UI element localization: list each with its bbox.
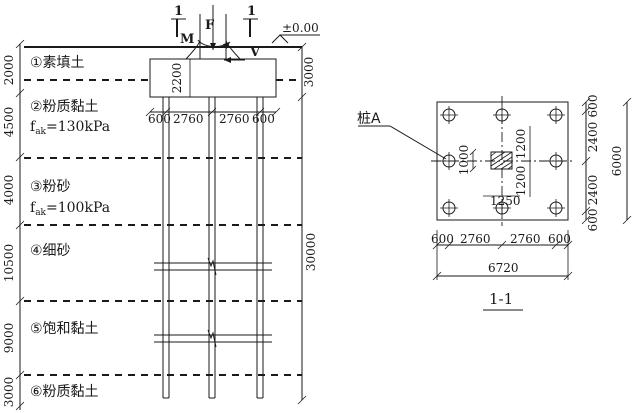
- cap-height-dim: 2200: [170, 63, 184, 94]
- section-mark-left: 1: [174, 4, 183, 19]
- layer-label-1: ①素填土: [30, 55, 85, 71]
- column-dim-h3: 1200: [514, 166, 528, 197]
- plan-pile-3: [547, 106, 565, 124]
- plan-view: 1000 1200 1200 1250 桩A 600 2400 2400 600: [357, 95, 632, 311]
- plan-pile-4: [440, 152, 458, 170]
- shear-label: V: [249, 45, 261, 60]
- plan-pile-8: [547, 199, 565, 217]
- ground-level-symbol: ±0.00: [271, 21, 320, 44]
- pile-spacing-2: 2760: [219, 112, 250, 126]
- plan-column-dims: 1000 1200 1200 1250: [457, 126, 531, 208]
- total-height: 6000: [610, 146, 624, 177]
- bearing-capacity-layer-2: fak=130kPa: [30, 119, 110, 137]
- thickness-layer-5: 9000: [2, 323, 16, 354]
- layer-boundaries: [24, 79, 302, 376]
- pile-a-label: 桩A: [357, 110, 381, 127]
- bottom-dim-2: 2760: [510, 232, 541, 246]
- plan-column: [490, 151, 513, 170]
- thickness-layer-3: 4000: [2, 175, 16, 206]
- layer-label-2: ②粉质黏土: [30, 99, 99, 115]
- plan-pile-1: [440, 106, 458, 124]
- plan-right-dims: 600 2400 2400 600 6000: [581, 95, 632, 232]
- section-marks: 1 1: [171, 4, 258, 37]
- section-title: 1-1: [489, 290, 513, 308]
- cap-depth-dim: 3000: [297, 42, 316, 102]
- column: [199, 14, 227, 59]
- layer-thicknesses: 2000 4500 4000 10500 9000 3000: [2, 55, 16, 408]
- pile-spacing-dims: 600 2760 2760 600: [145, 107, 281, 126]
- pile-spacing-1: 2760: [173, 112, 204, 126]
- pile-length-text: 30000: [304, 233, 318, 271]
- ground-level-text: ±0.00: [282, 21, 319, 35]
- pile-break-marks: [154, 257, 272, 348]
- layer-label-3: ③粉砂: [30, 179, 71, 195]
- layer-label-5: ⑤饱和黏土: [30, 321, 99, 337]
- cap-depth-text: 3000: [302, 57, 316, 88]
- pile-spacing-3: 600: [252, 112, 275, 126]
- plan-pile-7: [493, 199, 511, 217]
- right-dim-3: 600: [586, 209, 600, 232]
- pile-spacing-0: 600: [148, 112, 171, 126]
- column-dim-h2: 1200: [514, 129, 528, 160]
- axial-load-label: F: [205, 18, 215, 33]
- piles: [162, 97, 264, 399]
- bearing-capacity-layer-3: fak=100kPa: [30, 200, 110, 218]
- layer-labels: ①素填土 ②粉质黏土 fak=130kPa ③粉砂 fak=100kPa ④细砂…: [30, 55, 110, 400]
- plan-piles: [440, 106, 565, 217]
- layer-label-6: ⑥粉质黏土: [30, 384, 99, 400]
- column-dim-w: 1250: [490, 194, 521, 208]
- bottom-dim-0: 600: [431, 232, 454, 246]
- right-dim-0: 600: [586, 95, 600, 118]
- pile-a-callout: 桩A: [357, 110, 447, 160]
- right-dim-1: 2400: [586, 122, 600, 153]
- loads: F M V: [180, 5, 261, 63]
- bottom-dim-1: 2760: [460, 232, 491, 246]
- elevation-view: 2000 4500 4000 10500 9000 3000 ①素填土 ②粉质黏…: [2, 4, 320, 411]
- section-mark-right: 1: [247, 4, 256, 19]
- thickness-layer-1: 2000: [2, 55, 16, 86]
- bottom-dim-3: 600: [548, 232, 571, 246]
- thickness-layer-6: 3000: [2, 377, 16, 408]
- thickness-layer-2: 4500: [2, 107, 16, 138]
- plan-pile-6: [440, 199, 458, 217]
- layer-thickness-dim-line: [15, 39, 25, 411]
- column-dim-h1: 1000: [457, 145, 471, 176]
- right-dim-2: 2400: [586, 175, 600, 206]
- total-width: 6720: [488, 261, 519, 275]
- thickness-layer-4: 10500: [2, 244, 16, 282]
- moment-label: M: [180, 32, 194, 47]
- layer-label-4: ④细砂: [30, 243, 71, 259]
- pile-length-dim: 30000: [297, 97, 318, 405]
- plan-pile-2: [493, 106, 511, 124]
- pile-cap: [149, 58, 277, 98]
- plan-pile-5: [547, 152, 565, 170]
- moment-arrow: [197, 39, 231, 49]
- plan-bottom-dims: 600 2760 2760 600 6720: [431, 230, 573, 281]
